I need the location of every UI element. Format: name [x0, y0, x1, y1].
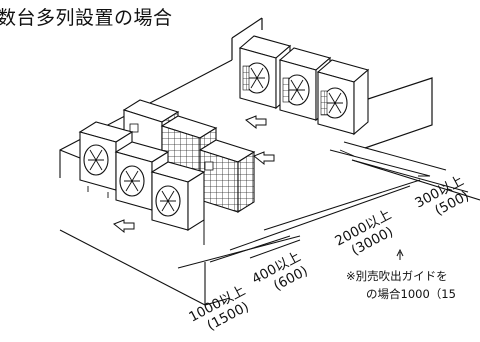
guide-note-line2: の場合1000（15	[366, 287, 456, 301]
dimension-lines	[177, 141, 469, 269]
dimension-2000-label-group: 2000以上 (3000)	[332, 207, 395, 259]
airflow-arrows	[113, 115, 275, 234]
airflow-arrow-icon	[245, 115, 267, 130]
back-wall	[231, 17, 433, 149]
front-row-units	[78, 121, 206, 245]
middle-unit-3	[198, 139, 256, 213]
back-unit-3	[316, 59, 370, 157]
airflow-arrow-icon	[113, 219, 135, 234]
airflow-arrow-icon	[253, 151, 275, 166]
back-row-units	[238, 35, 370, 157]
dimension-300-label-group: 300以上 (500)	[412, 173, 471, 219]
floor-outline	[59, 59, 480, 306]
dimension-400-label-group: 400以上 (600)	[249, 249, 310, 295]
guide-note-line1: ※別売吹出ガイドを	[346, 269, 448, 283]
diagram-title: 数台多列設置の場合	[0, 7, 173, 29]
dimension-1000-label-group: 1000以上 (1500)	[186, 283, 251, 334]
front-unit-3	[150, 161, 206, 245]
